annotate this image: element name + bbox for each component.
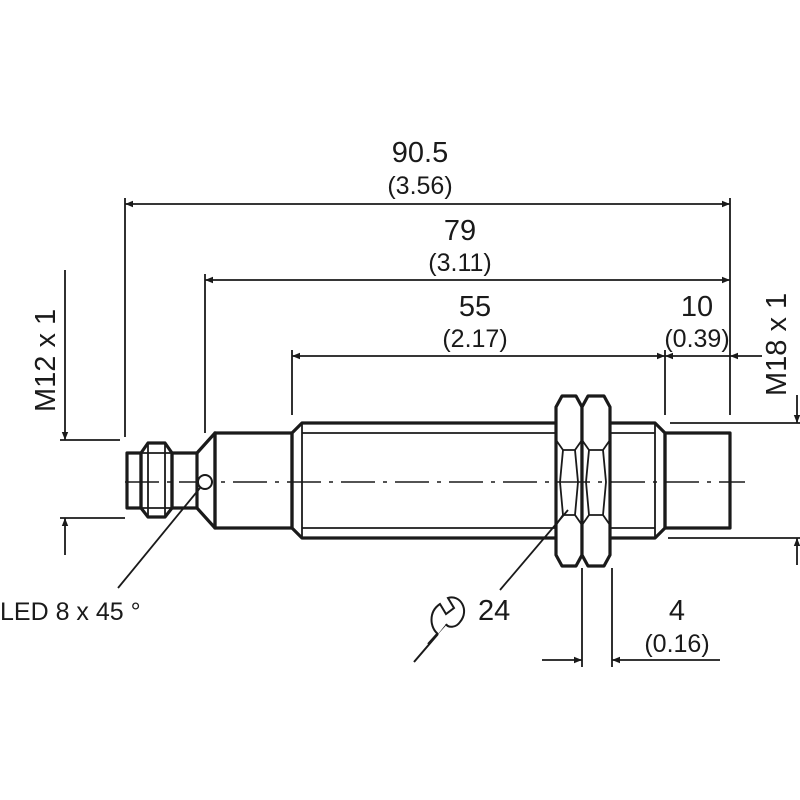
m12-label: M12 x 1 — [30, 309, 62, 412]
connector-knurl — [139, 441, 174, 519]
overall-length-inch: (3.56) — [387, 172, 452, 200]
led-leader-line — [117, 487, 201, 589]
led-label: LED 8 x 45 ° — [0, 598, 141, 626]
connector-neck — [170, 451, 199, 510]
wrench-size-label: 24 — [478, 595, 510, 627]
led-indicator — [197, 474, 213, 490]
sensing-face — [663, 431, 732, 530]
housing-rear — [213, 431, 294, 530]
thread-length-mm: 55 — [459, 291, 491, 323]
nut-2 — [580, 394, 612, 568]
face-length-mm: 10 — [681, 291, 713, 323]
overall-length-mm: 90.5 — [392, 137, 448, 169]
wrench-icon — [413, 596, 466, 663]
housing-length-inch: (3.11) — [428, 249, 491, 277]
m18-label: M18 x 1 — [761, 293, 793, 396]
connector-tip — [125, 451, 143, 510]
nut-thickness-inch: (0.16) — [644, 630, 709, 658]
thread-length-inch: (2.17) — [442, 325, 507, 353]
nut-thickness-mm: 4 — [669, 595, 685, 627]
nut-leader-line — [499, 509, 569, 591]
housing-length-mm: 79 — [444, 215, 476, 247]
sensor-body — [125, 394, 732, 568]
extension-lines — [60, 198, 800, 667]
face-length-inch: (0.39) — [664, 325, 729, 353]
